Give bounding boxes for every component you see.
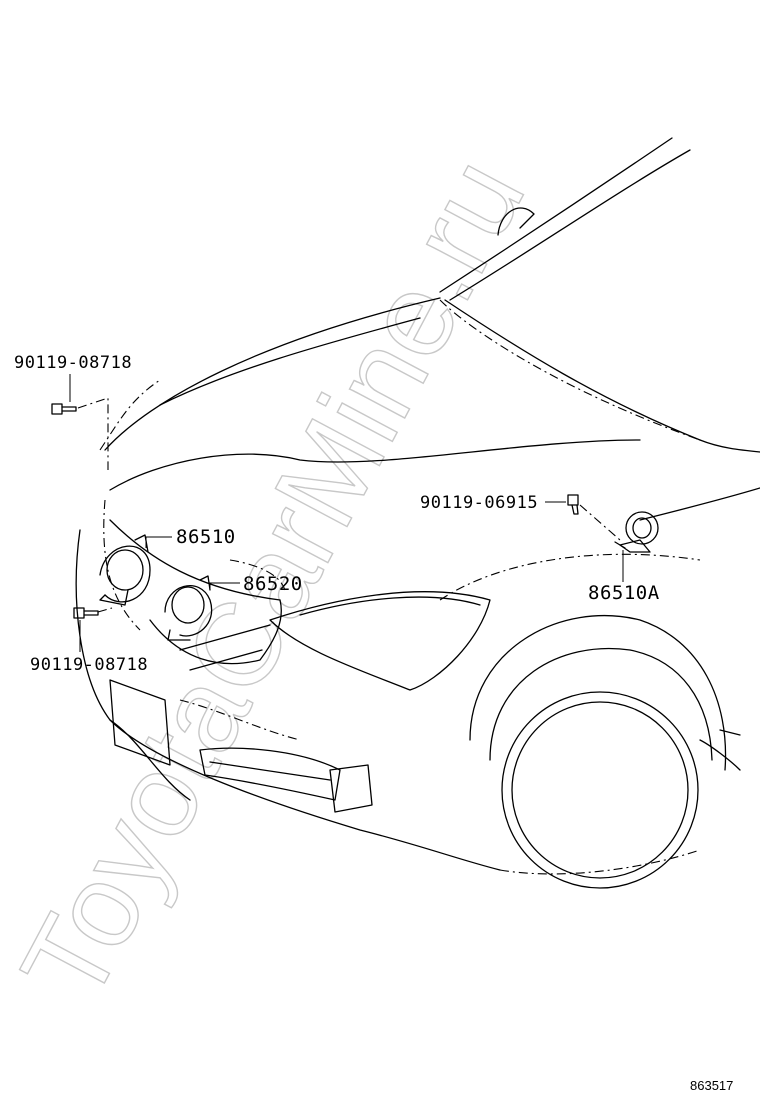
figure-reference: 863517 bbox=[690, 1078, 733, 1093]
part-label-horn-low[interactable]: 86520 bbox=[243, 573, 303, 595]
part-label-horn-right[interactable]: 86510A bbox=[588, 582, 660, 604]
horn-86510a[interactable] bbox=[614, 511, 659, 553]
part-label-bolt-top-left[interactable]: 90119-08718 bbox=[14, 353, 132, 373]
part-label-bolt-right[interactable]: 90119-06915 bbox=[420, 493, 538, 513]
horn-86520[interactable] bbox=[164, 575, 213, 641]
bolt-icon[interactable] bbox=[567, 494, 579, 515]
hidden-lines bbox=[99, 299, 701, 875]
part-label-horn-high[interactable]: 86510 bbox=[176, 526, 236, 548]
horn-86510[interactable] bbox=[99, 534, 151, 606]
bolt-icon[interactable] bbox=[73, 607, 99, 619]
bolt-icon[interactable] bbox=[51, 403, 77, 415]
part-label-bolt-bottom-left[interactable]: 90119-08718 bbox=[30, 655, 148, 675]
leader-lines bbox=[69, 374, 624, 652]
